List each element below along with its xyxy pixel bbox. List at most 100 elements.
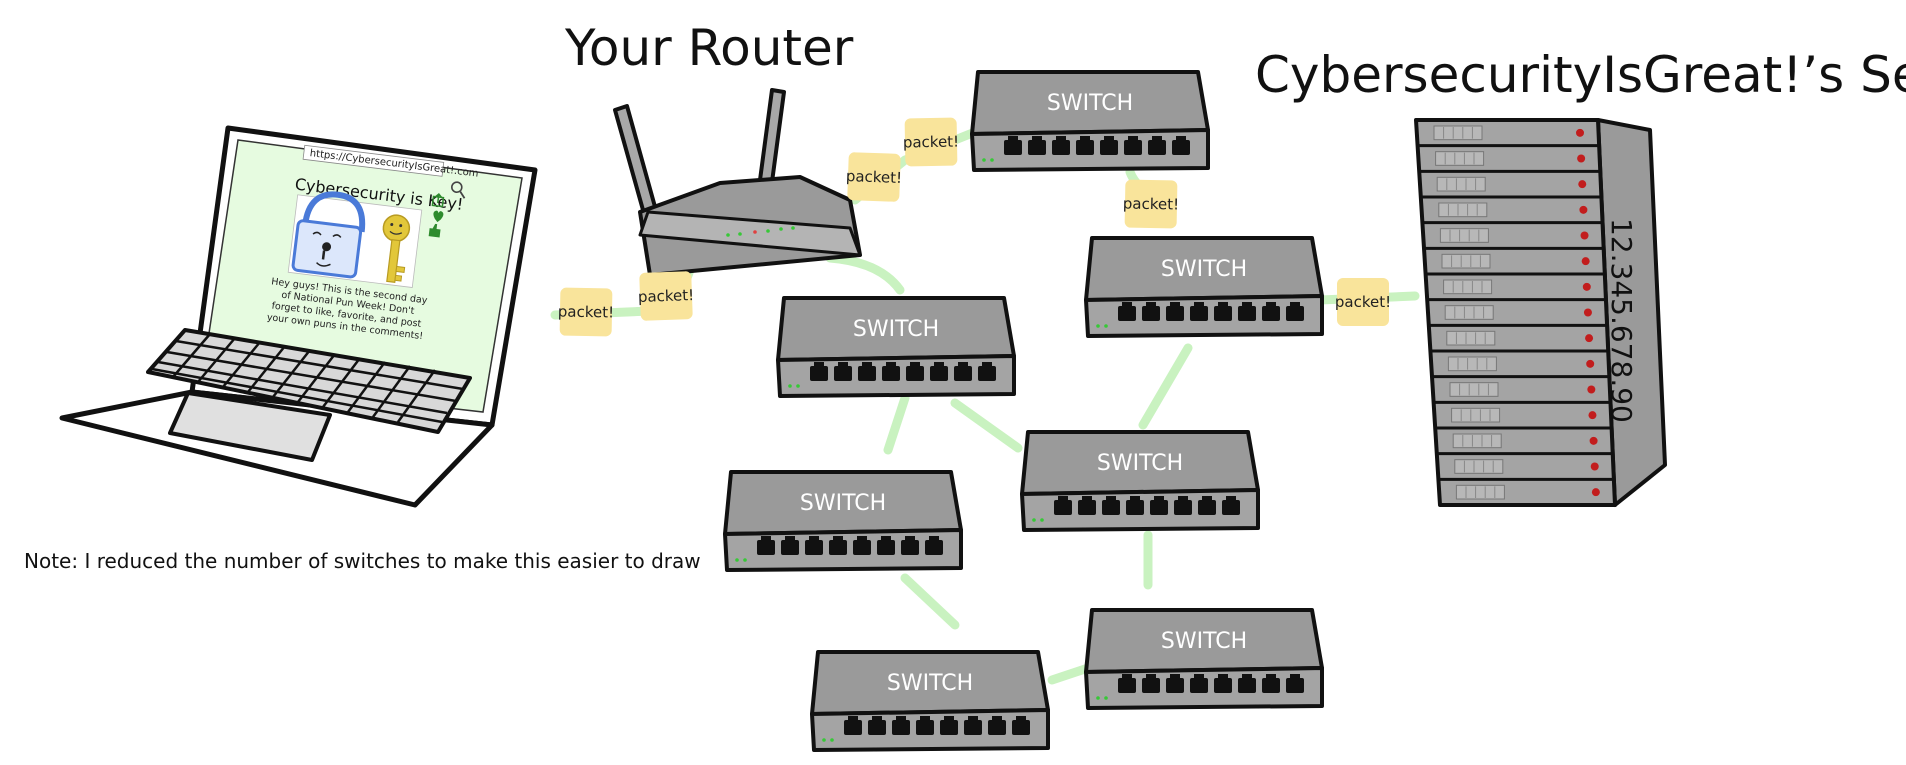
switch-label: SWITCH (887, 671, 973, 696)
server-led (1585, 334, 1594, 343)
packet: packet! (638, 271, 694, 321)
switch-port (1078, 500, 1096, 515)
server-unit (1422, 221, 1603, 243)
switch-port (954, 366, 972, 381)
switch-port (1004, 140, 1022, 155)
switch-port (964, 720, 982, 735)
switch-port (805, 540, 823, 555)
server-led (1590, 462, 1599, 471)
switch-port (940, 720, 958, 735)
server-ip: 12.345.678.90 (1605, 218, 1638, 423)
switch-port (1262, 678, 1280, 693)
switch-port (1052, 140, 1070, 155)
switch-port (810, 366, 828, 381)
packet: packet! (1123, 179, 1179, 229)
switch-port (1166, 306, 1184, 321)
switch-port (1124, 140, 1142, 155)
switch-port (844, 720, 862, 735)
switch-label: SWITCH (1161, 629, 1247, 654)
server-led (1587, 385, 1596, 394)
router-status-lights (726, 226, 795, 237)
padlock-icon (291, 191, 366, 279)
switch-port (1150, 500, 1168, 515)
switch-port (1174, 500, 1192, 515)
laptop-keyboard (146, 328, 472, 434)
packets: packet!packet!packet!packet!packet!packe… (558, 117, 1391, 337)
server-unit (1433, 125, 1584, 141)
server-led (1580, 231, 1589, 240)
switch-port (1118, 678, 1136, 693)
switch-port (1126, 500, 1144, 515)
server-unit (1417, 144, 1600, 166)
switch-port (1166, 678, 1184, 693)
server-unit (1427, 298, 1606, 320)
switch-port (1076, 140, 1094, 155)
switch-port (1198, 500, 1216, 515)
server-unit (1438, 477, 1614, 500)
packet: packet! (903, 117, 959, 167)
switch-port (1222, 500, 1240, 515)
switch-port (781, 540, 799, 555)
server-title: CybersecurityIsGreat!’s Server (1255, 46, 1906, 104)
switch-port (925, 540, 943, 555)
server-unit (1419, 169, 1601, 192)
switch-port (877, 540, 895, 555)
switch-port (1286, 678, 1304, 693)
switch-port (930, 366, 948, 381)
server-led (1591, 488, 1600, 497)
server-unit (1435, 426, 1612, 449)
link-d-e (1047, 663, 1093, 685)
switch-port (1012, 720, 1030, 735)
server-unit (1432, 375, 1610, 397)
switch-port (1118, 306, 1136, 321)
switch-port (901, 540, 919, 555)
server-led (1588, 411, 1597, 420)
switch-port (1028, 140, 1046, 155)
server-unit (1430, 349, 1609, 372)
switch-port (1172, 140, 1190, 155)
switch-label: SWITCH (800, 491, 886, 516)
switch-b: SWITCH (1020, 430, 1260, 532)
heart-icon (433, 210, 444, 223)
note: Note: I reduced the number of switches t… (24, 549, 701, 573)
switch-port (1214, 678, 1232, 693)
switch-e: SWITCH (1084, 608, 1324, 710)
link-router-switch-a (825, 253, 905, 295)
switch-top: SWITCH (970, 70, 1210, 172)
packet: packet! (846, 152, 902, 202)
switch-port (853, 540, 871, 555)
switches: SWITCH SWITCH SWITCH SWITCH SWITCH SWITCH SWIT… (723, 70, 1324, 752)
switch-c: SWITCH (723, 470, 963, 572)
server-led (1581, 257, 1590, 266)
server-units (1417, 125, 1614, 500)
laptop: https://CybersecurityIsGreat!.com Cybers… (59, 125, 538, 508)
search-icon (451, 181, 466, 199)
server-led (1577, 154, 1586, 163)
switch-port (1100, 140, 1118, 155)
switch-right: SWITCH (1084, 236, 1324, 338)
link-right-b (1138, 343, 1193, 430)
share-icon (431, 192, 445, 208)
switch-label: SWITCH (1097, 451, 1183, 476)
switch-port (1190, 306, 1208, 321)
switch-port (757, 540, 775, 555)
link-a-c (883, 393, 910, 455)
switch-port (1142, 306, 1160, 321)
server-led (1576, 128, 1584, 137)
router-title: Your Router (564, 19, 854, 77)
switch-port (1286, 306, 1304, 321)
server: 12.345.678.90 (1414, 118, 1667, 507)
switch-port (892, 720, 910, 735)
laptop-trackpad (168, 391, 332, 462)
server-unit (1436, 452, 1613, 474)
switch-port (858, 366, 876, 381)
switch-port (1142, 678, 1160, 693)
switch-port (1214, 306, 1232, 321)
key-icon (382, 214, 411, 283)
switch-a: SWITCH (776, 296, 1016, 398)
link-c-d (900, 573, 960, 630)
thumbs-up-icon (428, 223, 441, 238)
switch-port (868, 720, 886, 735)
link-a-b (950, 398, 1023, 453)
